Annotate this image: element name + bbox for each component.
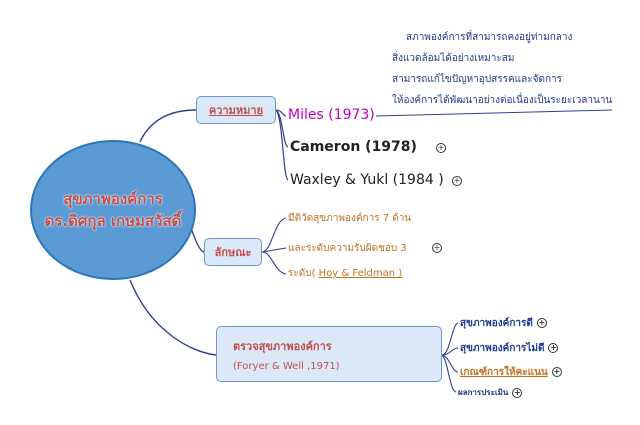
- topic-characteristics[interactable]: ลักษณะ: [204, 238, 262, 266]
- definition-line-3: สามารถแก้ไขปัญหาอุปสรรคและจัดการ: [392, 74, 563, 85]
- central-title: สุขภาพองค์การ: [63, 190, 163, 208]
- characteristic-item-2: และระดับความรับผิดชอบ 3: [288, 243, 407, 254]
- expand-characteristics-icon[interactable]: +: [432, 243, 442, 253]
- author-waxley-row[interactable]: Waxley & Yukl (1984 ): [290, 172, 444, 188]
- expand-result-icon[interactable]: +: [512, 387, 523, 398]
- topic-assessment-label: ตรวจสุขภาพองค์การ: [233, 339, 332, 353]
- definition-line-4: ให้องค์การได้พัฒนาอย่างต่อเนื่องเป็นระยะ…: [392, 95, 613, 106]
- author-miles[interactable]: Miles (1973): [288, 107, 375, 123]
- assessment-item-good[interactable]: สุขภาพองค์การดี+: [460, 316, 547, 331]
- author-waxley: Waxley & Yukl (1984 ): [290, 172, 444, 188]
- central-author: ดร.ดิศกุล เกษมสวัสดิ์: [44, 212, 182, 230]
- topic-characteristics-label: ลักษณะ: [214, 246, 252, 259]
- topic-meaning[interactable]: ความหมาย: [196, 96, 276, 124]
- topic-meaning-label: ความหมาย: [208, 104, 264, 117]
- hoy-feldman-link[interactable]: Hoy & Feldman ): [318, 268, 403, 279]
- author-cameron-row[interactable]: Cameron (1978): [290, 139, 417, 155]
- assessment-item-result-label: ผลการประเมิน: [458, 388, 509, 397]
- assessment-item-result[interactable]: ผลการประเมิน+: [458, 386, 523, 399]
- assessment-item-bad[interactable]: สุขภาพองค์การไม่ดี+: [460, 341, 559, 356]
- expand-cameron-icon[interactable]: +: [436, 143, 446, 153]
- assessment-item-criteria[interactable]: เกณฑ์การให้คะแนน+: [460, 365, 562, 380]
- topic-assessment[interactable]: ตรวจสุขภาพองค์การ (Foryer & Well ,1971): [216, 326, 442, 382]
- expand-good-icon[interactable]: +: [536, 318, 547, 328]
- topic-assessment-sublabel: (Foryer & Well ,1971): [233, 360, 340, 372]
- expand-waxley-icon[interactable]: +: [452, 176, 462, 186]
- author-cameron: Cameron (1978): [290, 139, 417, 155]
- assessment-item-criteria-label: เกณฑ์การให้คะแนน: [460, 367, 548, 378]
- connector-meaning: [139, 109, 197, 143]
- definition-line-1: สภาพองค์การที่สามารถคงอยู่ท่ามกลาง: [406, 32, 573, 43]
- characteristic-item-1: มีติวัดสุขภาพองค์การ 7 ด้าน: [288, 213, 412, 224]
- expand-bad-icon[interactable]: +: [548, 343, 559, 353]
- definition-line-2: สิ่งแวดล้อมได้อย่างเหมาะสม: [392, 53, 515, 64]
- assessment-item-bad-label: สุขภาพองค์การไม่ดี: [460, 343, 545, 354]
- central-topic[interactable]: สุขภาพองค์การ ดร.ดิศกุล เกษมสวัสดิ์: [30, 140, 196, 280]
- characteristic-item-3-row: ระดับ( Hoy & Feldman ): [288, 266, 402, 281]
- characteristic-item-3: ระดับ(: [288, 268, 319, 279]
- expand-criteria-icon[interactable]: +: [551, 367, 562, 377]
- assessment-item-good-label: สุขภาพองค์การดี: [460, 318, 533, 329]
- connector-assessment: [129, 279, 217, 356]
